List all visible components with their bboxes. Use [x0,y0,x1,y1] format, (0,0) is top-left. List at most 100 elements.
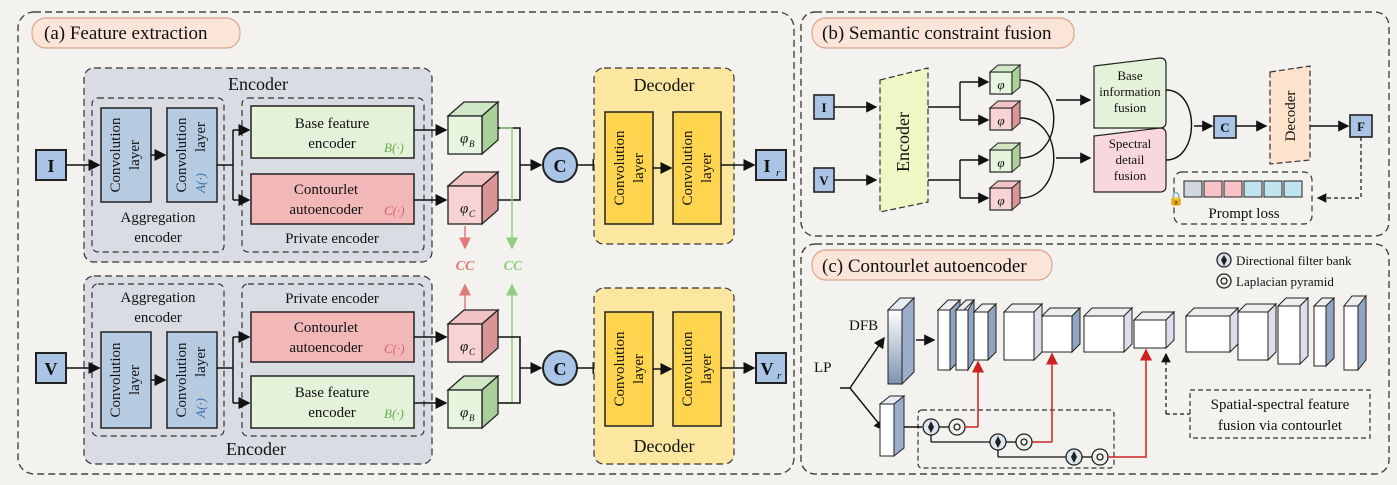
concat-bottom: C [554,359,567,379]
func-A-top: A(·) [193,173,208,194]
func-C-bottom: C(·) [384,341,405,356]
dfb-legend-icon [1216,252,1232,268]
lp-icon-1 [948,418,966,436]
svg-text:φ: φ [997,193,1004,208]
panel-contourlet: (c) Contourlet autoencoder Directional f… [800,243,1390,475]
lp-icon-2 [1015,433,1033,451]
prompt-tokens [1183,180,1303,198]
dfb-icon-3 [1065,448,1083,466]
svg-text:Convolution: Convolution [680,331,696,407]
func-B-bottom: B(·) [384,406,404,421]
fusion-note-b: fusion via contourlet [1218,418,1343,434]
encoder-bottom-label: Encoder [226,439,286,459]
fusion-decoder-label: Decoder [1283,91,1299,142]
legend-lp: Laplacian pyramid [1236,274,1334,289]
panel-a-title: (a) Feature extraction [44,23,208,44]
input-I-a: I [47,156,54,176]
input-V-a: V [45,359,58,379]
func-B-top: B(·) [384,140,404,155]
autoencoder-blocks [936,294,1368,372]
private-encoder-top: Private encoder [285,231,379,247]
svg-text:fusion: fusion [1114,168,1147,183]
panel-c-title: (c) Contourlet autoencoder [822,256,1027,277]
panel-b-title: (b) Semantic constraint fusion [822,23,1052,44]
aggregation-top-b: encoder [134,230,181,246]
cube-phi-C-top: φ C [446,170,500,226]
dfb-label: DFB [849,318,878,334]
svg-text:Aggregation: Aggregation [121,290,196,306]
conv-top-1-a: Convolution [108,117,124,193]
func-A-bottom: A(·) [193,398,208,419]
svg-text:Private encoder: Private encoder [285,291,379,307]
panel-feature-extraction: (a) Feature extraction Encoder Convoluti… [17,11,795,475]
svg-text:φ: φ [460,405,468,421]
svg-text:φ: φ [460,339,468,355]
cube-phi-C-bottom: φ C [446,308,500,364]
svg-text:Base feature: Base feature [295,385,370,401]
svg-text:layer: layer [127,365,143,395]
cc-red-label: CC [456,259,475,274]
svg-text:φ: φ [997,77,1004,92]
svg-text:layer: layer [699,354,715,384]
svg-text:information: information [1099,84,1161,99]
encoder-top-label: Encoder [228,74,288,94]
conv-top-2-a: Convolution [174,117,190,193]
lock-icon: 🔒 [1168,191,1184,206]
panel-semantic-fusion: (b) Semantic constraint fusion I V Encod… [800,11,1390,237]
svg-text:fusion: fusion [1114,100,1147,115]
decoder-bottom-label: Decoder [634,436,695,456]
svg-text:Convolution: Convolution [612,331,628,407]
dfb-icon-2 [989,433,1007,451]
conv-top-1-b: layer [127,140,143,170]
cc-green-label: CC [504,259,523,274]
dfb-icon-1 [922,418,940,436]
svg-text:Convolution: Convolution [108,342,124,418]
cube-phi-B-bottom: φ B [446,374,500,430]
fusion-note-a: Spatial-spectral feature [1211,397,1350,413]
svg-text:layer: layer [631,153,647,183]
lp-legend-icon [1216,273,1232,289]
prompt-loss-label: Prompt loss [1208,206,1279,222]
svg-text:layer: layer [193,347,209,377]
contourlet-top-a: Contourlet [294,182,359,198]
svg-text:layer: layer [631,354,647,384]
svg-text:r: r [776,167,781,179]
phi-cubes-b: φ φ φ φ [988,63,1022,212]
svg-text:Convolution: Convolution [612,130,628,206]
svg-text:B: B [469,413,475,423]
fusion-encoder-label: Encoder [893,112,913,172]
svg-text:φ: φ [460,131,468,147]
output-Ir: I [763,156,770,176]
concat-top: C [554,156,567,176]
base-feature-top-b: encoder [308,136,355,152]
legend-dfb: Directional filter bank [1236,253,1352,268]
svg-text:Convolution: Convolution [680,130,696,206]
svg-text:C: C [1220,120,1229,135]
svg-text:layer: layer [699,153,715,183]
svg-text:r: r [777,370,782,382]
base-feature-top-a: Base feature [295,116,370,132]
svg-text:encoder: encoder [308,405,355,421]
svg-text:φ: φ [997,155,1004,170]
svg-text:Convolution: Convolution [174,342,190,418]
aggregation-top-a: Aggregation [121,210,196,226]
lp-icon-3 [1091,448,1109,466]
contourlet-top-b: autoencoder [289,202,362,218]
lp-label: LP [814,360,832,376]
svg-text:encoder: encoder [134,310,181,326]
svg-text:Base: Base [1117,68,1143,83]
svg-text:F: F [1357,119,1365,134]
svg-text:Spectral: Spectral [1109,136,1152,151]
func-C-top: C(·) [384,203,405,218]
svg-text:V: V [819,173,829,188]
svg-text:C: C [469,347,476,357]
decoder-top-label: Decoder [634,75,695,95]
cube-phi-B-top: φ B [446,100,500,156]
svg-text:autoencoder: autoencoder [289,340,362,356]
svg-text:C: C [469,209,476,219]
conv-top-2-b: layer [193,122,209,152]
svg-text:φ: φ [997,113,1004,128]
svg-text:φ: φ [460,201,468,217]
svg-text:Contourlet: Contourlet [294,320,359,336]
